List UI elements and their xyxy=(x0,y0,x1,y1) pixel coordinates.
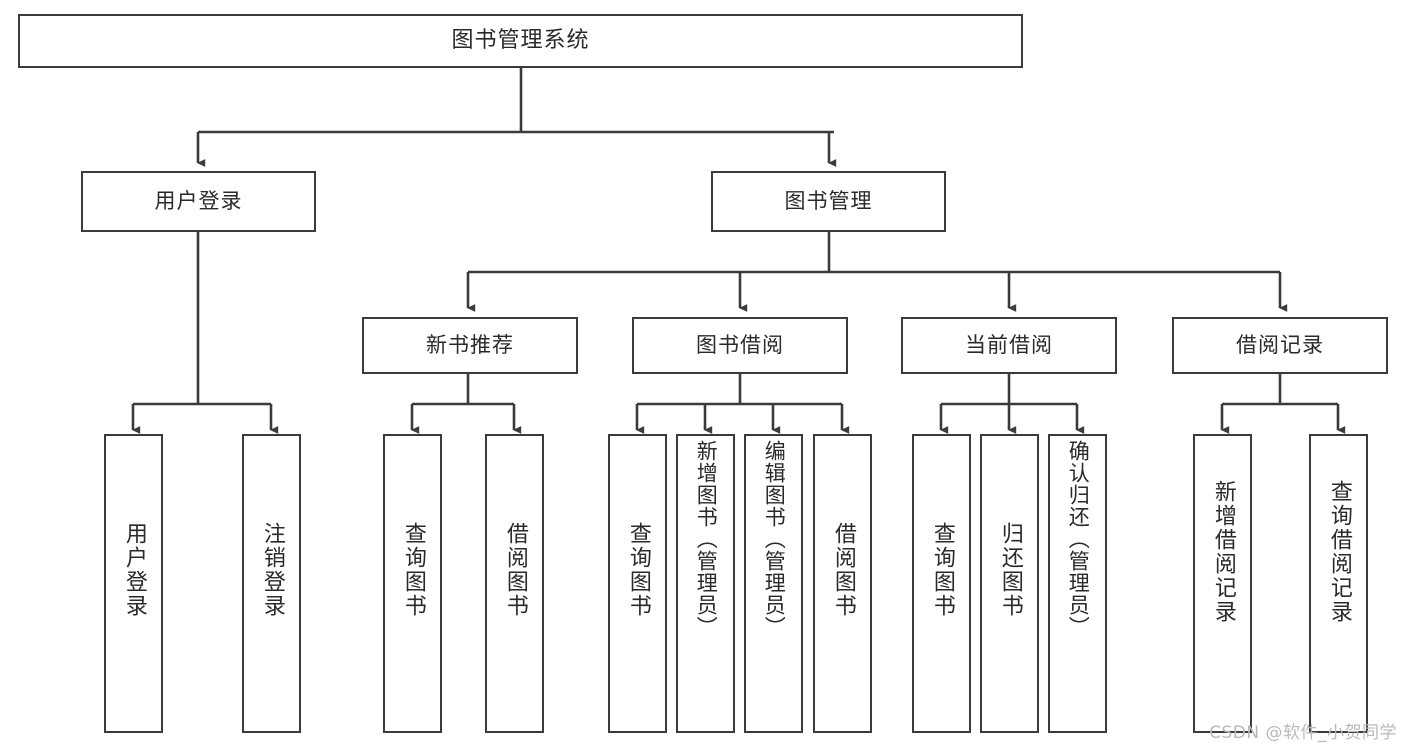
node-borrow-record[interactable]: 借阅记录 xyxy=(1172,317,1388,374)
node-label: 确认归还（管理员） xyxy=(1066,440,1091,638)
leaf-current-query-book[interactable]: 查询图书 xyxy=(912,434,971,733)
node-label: 新增图书（管理员） xyxy=(694,440,719,638)
watermark-text: CSDN @软件_小贺同学 xyxy=(1209,723,1397,743)
node-label: 用户登录 xyxy=(121,522,147,618)
node-current-borrow[interactable]: 当前借阅 xyxy=(901,317,1117,374)
leaf-recommend-borrow-book[interactable]: 借阅图书 xyxy=(485,434,544,733)
node-book-borrow[interactable]: 图书借阅 xyxy=(632,317,848,374)
leaf-current-confirm-return-admin[interactable]: 确认归还（管理员） xyxy=(1048,434,1107,733)
node-label: 查询图书 xyxy=(625,522,651,618)
node-label: 注销登录 xyxy=(259,522,285,618)
node-label: 借阅图书 xyxy=(502,522,528,618)
leaf-user-login-logout[interactable]: 注销登录 xyxy=(242,434,301,733)
node-label: 编辑图书（管理员） xyxy=(762,440,787,638)
leaf-borrow-query-book[interactable]: 查询图书 xyxy=(608,434,667,733)
node-label: 查询图书 xyxy=(929,522,955,618)
node-label: 当前借阅 xyxy=(965,333,1053,357)
node-user-login[interactable]: 用户登录 xyxy=(81,171,316,232)
node-label: 借阅图书 xyxy=(830,522,856,618)
node-label: 新增借阅记录 xyxy=(1210,480,1236,624)
leaf-recommend-query-book[interactable]: 查询图书 xyxy=(383,434,442,733)
node-label: 借阅记录 xyxy=(1236,333,1324,357)
node-label: 图书管理 xyxy=(784,189,873,213)
node-label: 新书推荐 xyxy=(426,333,514,357)
node-label: 图书借阅 xyxy=(696,333,784,357)
leaf-current-return-book[interactable]: 归还图书 xyxy=(980,434,1039,733)
node-label: 查询借阅记录 xyxy=(1326,480,1352,624)
node-new-book-recommend[interactable]: 新书推荐 xyxy=(362,317,578,374)
node-label: 用户登录 xyxy=(154,189,243,213)
node-label: 图书管理系统 xyxy=(451,28,590,53)
leaf-borrow-add-book-admin[interactable]: 新增图书（管理员） xyxy=(676,434,735,733)
leaf-record-add-record[interactable]: 新增借阅记录 xyxy=(1193,434,1252,733)
node-root-system[interactable]: 图书管理系统 xyxy=(18,14,1023,68)
leaf-borrow-borrow-book[interactable]: 借阅图书 xyxy=(813,434,872,733)
leaf-user-login-login[interactable]: 用户登录 xyxy=(104,434,163,733)
node-label: 归还图书 xyxy=(997,522,1023,618)
leaf-borrow-edit-book-admin[interactable]: 编辑图书（管理员） xyxy=(744,434,803,733)
node-book-management[interactable]: 图书管理 xyxy=(711,171,946,232)
node-label: 查询图书 xyxy=(400,522,426,618)
leaf-record-query-record[interactable]: 查询借阅记录 xyxy=(1309,434,1368,733)
